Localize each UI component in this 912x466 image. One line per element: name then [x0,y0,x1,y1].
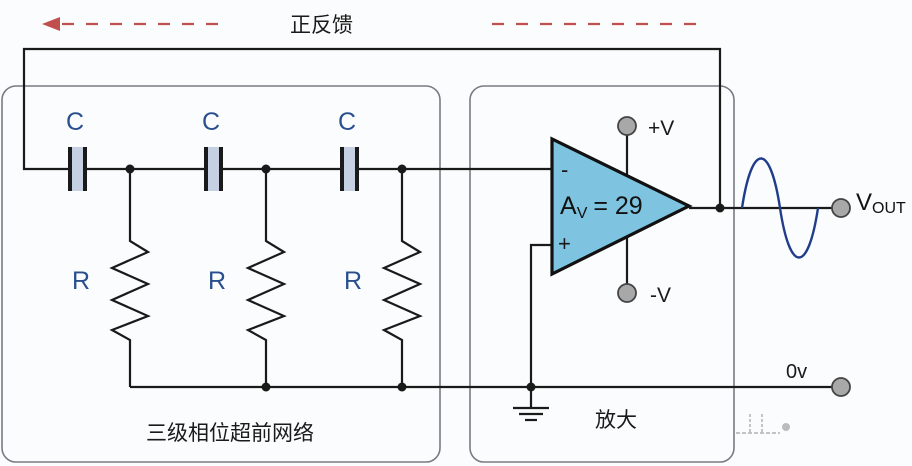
junction-node [397,382,407,392]
phase-network-label: 三级相位超前网络 [146,421,314,445]
capacitor-label-1: C [66,108,84,136]
positive-supply-terminal [617,116,637,136]
feedback-wire [22,47,722,208]
ground-terminal [831,377,851,397]
resistor-2 [245,169,287,387]
output-junction-node [715,203,725,213]
resistor-1 [109,169,151,387]
capacitor-3 [340,147,359,191]
junction-node [261,382,271,392]
noninverting-wire [529,243,552,408]
capacitor-label-2: C [202,108,220,136]
positive-supply-label: +V [648,117,674,140]
resistor-label-3: R [344,267,362,295]
sine-wave-icon [740,157,820,259]
negative-supply-label: -V [650,284,671,307]
opamp-gain-label: AV= 29 [560,192,643,222]
output-terminal [831,198,851,218]
feedback-arrow-left [42,17,218,31]
output-label: VOUT [856,189,906,217]
resistor-label-1: R [72,267,90,295]
junction-node [397,164,407,174]
junction-node [261,164,271,174]
capacitor-label-3: C [338,108,356,136]
junction-node [125,164,135,174]
negative-supply-terminal [617,283,637,303]
capacitor-2 [204,147,223,191]
feedback-title: 正反馈 [290,13,353,37]
noninverting-input-label: + [558,231,571,256]
watermark-fragment [736,414,790,434]
opamp-triangle [550,136,693,277]
resistor-label-2: R [208,267,226,295]
ground-icon [513,406,549,422]
capacitor-1 [68,147,87,191]
resistor-3 [381,169,423,387]
amplifier-box [469,85,735,463]
amplifier-label: 放大 [595,408,637,432]
phase-network-box [1,85,441,463]
ground-rail-label: 0v [786,361,807,383]
inverting-input-label: - [561,157,568,182]
